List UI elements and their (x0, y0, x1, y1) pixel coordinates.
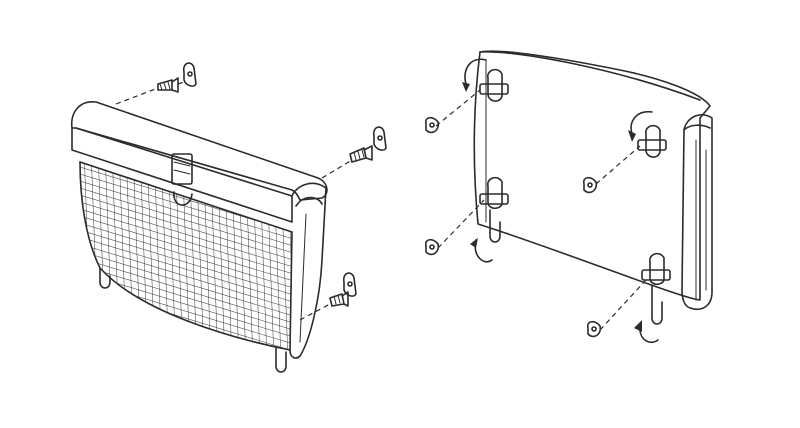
mesh-line (80, 338, 292, 350)
mesh-line (80, 212, 292, 284)
mesh-line (80, 247, 292, 319)
mesh-line (80, 184, 292, 256)
mesh-line (80, 219, 292, 291)
mesh-line (216, 162, 226, 350)
mesh-line (80, 163, 292, 235)
mesh-line (80, 254, 292, 326)
wall-anchor-icon (342, 272, 357, 297)
right-screws (424, 89, 647, 338)
front-side-panel (289, 182, 327, 359)
screw-icon (329, 291, 349, 307)
mesh-line (118, 162, 128, 350)
mesh-line (80, 233, 292, 305)
back-view-basket (462, 50, 713, 344)
mesh-line (146, 162, 156, 350)
mesh-grid (70, 150, 309, 423)
mesh-line (80, 261, 292, 333)
mesh-line (104, 162, 114, 350)
back-panel (473, 50, 711, 301)
rotate-arrow-icon (628, 110, 653, 142)
mesh-line (195, 162, 205, 350)
wall-anchor-icon (424, 116, 440, 134)
back-side-panel (681, 114, 713, 310)
mesh-line (70, 353, 300, 423)
right-foot (275, 347, 287, 373)
left-foot (99, 267, 111, 289)
screw-icon (157, 77, 179, 93)
mesh-line (80, 198, 292, 270)
mesh-line (80, 191, 292, 263)
mesh-line (174, 162, 184, 350)
rotate-arrow-icon (470, 238, 493, 263)
mesh-front-outline (79, 161, 291, 351)
mesh-line (80, 170, 292, 242)
rotate-arrow-icon (634, 320, 659, 344)
wall-anchor-icon (586, 320, 602, 338)
wall-anchor-icon (182, 62, 197, 87)
mesh-line (83, 162, 93, 350)
mesh-line (80, 177, 292, 249)
mesh-line (70, 150, 78, 360)
front-view-basket (70, 101, 328, 423)
wall-anchor-icon (582, 176, 598, 194)
front-top-rim (71, 101, 328, 201)
left-screws (115, 62, 387, 321)
hook-icon (641, 252, 671, 325)
mesh-line (80, 226, 292, 298)
mesh-line (153, 162, 163, 350)
mounting-bracket-icon (479, 68, 509, 102)
mesh-line (265, 162, 275, 350)
rotate-arrow-icon (462, 58, 487, 92)
mesh-line (80, 240, 292, 312)
mesh-line (80, 205, 292, 277)
front-panel (71, 127, 293, 223)
mounting-bracket-icon (637, 124, 667, 158)
wall-anchor-icon (372, 126, 387, 151)
mesh-line (209, 162, 219, 350)
hook-icon (479, 176, 509, 243)
wall-anchor-icon (424, 238, 440, 256)
mesh-line (181, 162, 191, 350)
mesh-line (188, 162, 198, 350)
mesh-line (279, 162, 289, 350)
mesh-line (301, 150, 309, 360)
screw-icon (349, 145, 373, 163)
mesh-line (80, 345, 292, 350)
mesh-line (230, 162, 240, 350)
